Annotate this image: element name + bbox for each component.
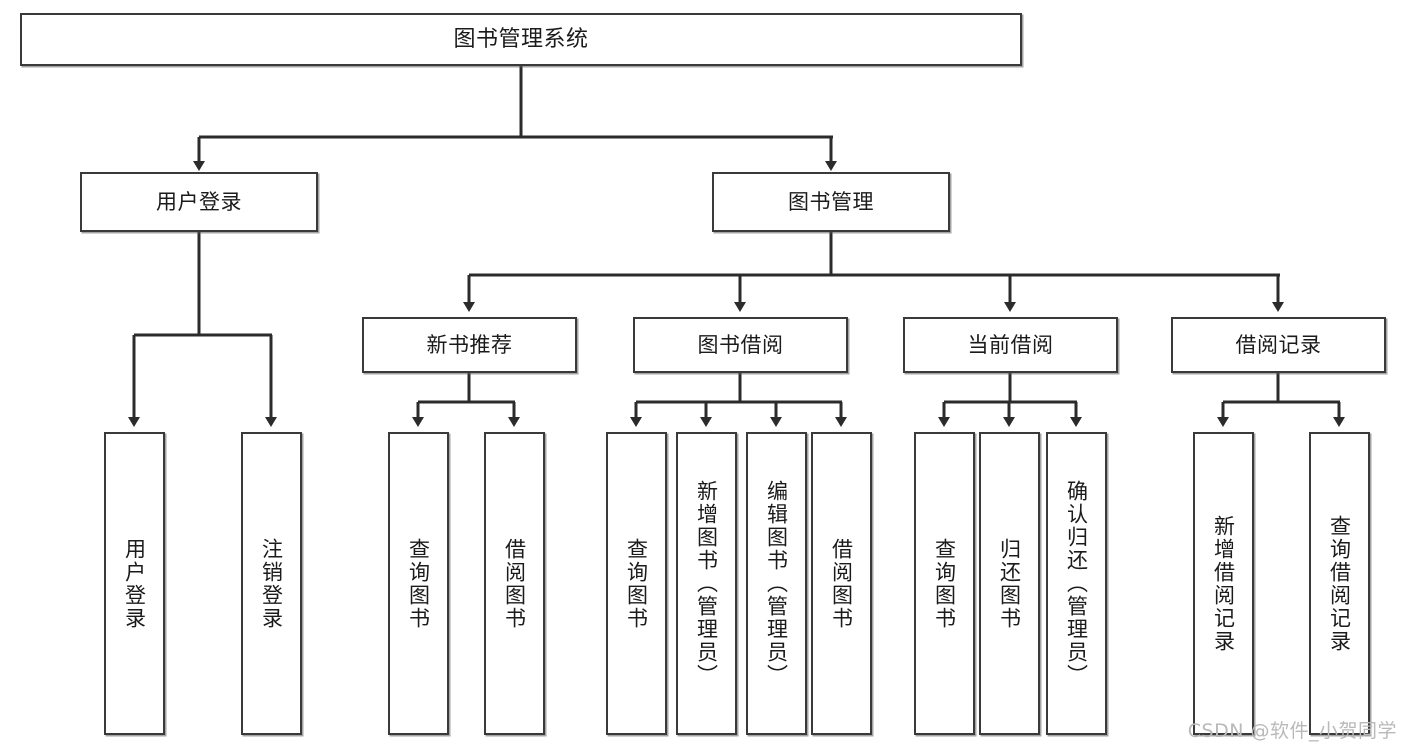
node-root-label: 图书管理系统: [453, 26, 589, 52]
node-borrow-record-label: 借阅记录: [1235, 332, 1322, 357]
node-leaf-query-book-2-label: 查询图书: [624, 537, 649, 630]
node-leaf-query-book-1-label: 查询图书: [406, 537, 431, 630]
node-leaf-borrow-book-1[interactable]: 借阅图书: [484, 432, 545, 735]
node-current-borrow[interactable]: 当前借阅: [903, 317, 1118, 373]
node-leaf-query-book-3[interactable]: 查询图书: [914, 432, 975, 735]
node-leaf-query-book-3-label: 查询图书: [932, 537, 957, 630]
node-leaf-query-book-1[interactable]: 查询图书: [388, 432, 449, 735]
node-leaf-borrow-book-2-label: 借阅图书: [829, 537, 854, 630]
node-leaf-return-book[interactable]: 归还图书: [979, 432, 1040, 735]
node-root-system[interactable]: 图书管理系统: [20, 13, 1022, 66]
node-leaf-confirm-return[interactable]: 确认归还（管理员）: [1046, 432, 1107, 735]
node-book-manage-label: 图书管理: [788, 189, 874, 214]
node-book-borrow-label: 图书借阅: [697, 332, 784, 357]
node-leaf-borrow-book-1-label: 借阅图书: [502, 537, 527, 630]
csdn-watermark: CSDN @软件_小贺同学: [1187, 720, 1397, 742]
node-new-book-recommend-label: 新书推荐: [426, 332, 513, 357]
node-leaf-query-record[interactable]: 查询借阅记录: [1309, 432, 1370, 735]
node-leaf-add-book[interactable]: 新增图书（管理员）: [676, 432, 737, 735]
node-leaf-add-book-label: 新增图书（管理员）: [694, 480, 719, 687]
node-new-book-recommend[interactable]: 新书推荐: [362, 317, 577, 373]
node-leaf-edit-book[interactable]: 编辑图书（管理员）: [746, 432, 807, 735]
node-leaf-query-book-2[interactable]: 查询图书: [606, 432, 667, 735]
node-user-login[interactable]: 用户登录: [80, 172, 318, 232]
node-book-borrow[interactable]: 图书借阅: [633, 317, 848, 373]
node-leaf-user-login-label: 用户登录: [122, 537, 147, 630]
node-leaf-user-login[interactable]: 用户登录: [104, 432, 165, 735]
node-leaf-add-record[interactable]: 新增借阅记录: [1193, 432, 1254, 735]
node-book-manage[interactable]: 图书管理: [712, 172, 950, 232]
node-user-login-label: 用户登录: [156, 189, 242, 214]
node-leaf-logout-login[interactable]: 注销登录: [241, 432, 302, 735]
node-leaf-query-record-label: 查询借阅记录: [1327, 514, 1352, 653]
node-leaf-logout-login-label: 注销登录: [259, 537, 284, 630]
node-leaf-edit-book-label: 编辑图书（管理员）: [764, 480, 789, 687]
node-leaf-return-book-label: 归还图书: [997, 537, 1022, 630]
node-leaf-add-record-label: 新增借阅记录: [1211, 514, 1236, 653]
node-borrow-record[interactable]: 借阅记录: [1171, 317, 1386, 373]
node-leaf-borrow-book-2[interactable]: 借阅图书: [811, 432, 872, 735]
node-leaf-confirm-return-label: 确认归还（管理员）: [1064, 480, 1089, 687]
node-current-borrow-label: 当前借阅: [967, 332, 1054, 357]
